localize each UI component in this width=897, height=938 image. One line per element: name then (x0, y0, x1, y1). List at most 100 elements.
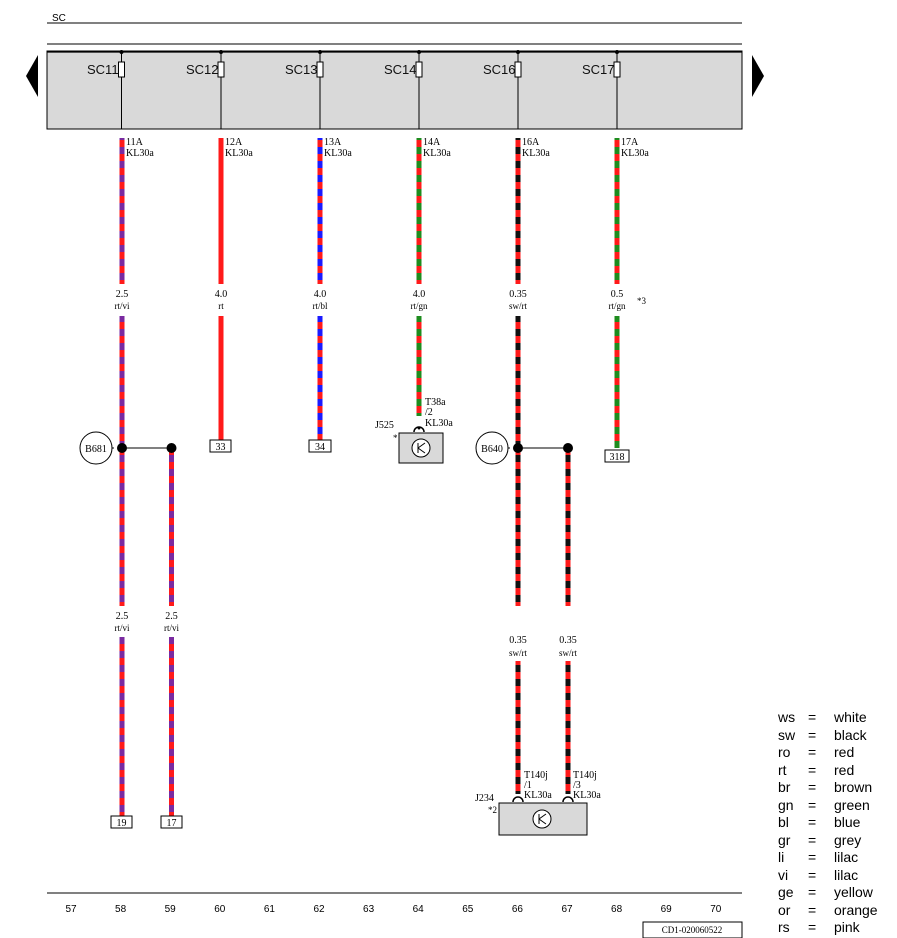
fuse-label: SC16 (483, 62, 516, 77)
wire-color: rt/bl (313, 301, 328, 311)
scroll-left-arrow-icon[interactable] (26, 55, 38, 97)
wire-size: 2.5 (165, 611, 178, 622)
legend-code: sw (778, 726, 796, 743)
fuse-sc13: SC13 (285, 50, 324, 129)
terminal-box: 33 (209, 439, 232, 453)
legend-eq: = (808, 919, 817, 935)
pin-label: 17A (621, 137, 639, 148)
connector-label: T38a (425, 397, 446, 408)
fuse-panel (26, 22, 764, 130)
pin-label: 14A (423, 137, 441, 148)
fuse-label: SC13 (285, 62, 318, 77)
legend-row: rs = pink (778, 919, 896, 937)
legend-row: ro=red (778, 744, 896, 762)
transistor-icon (411, 438, 431, 458)
wire-size: 0.35 (509, 635, 527, 646)
wire-rt-gn (614, 316, 620, 448)
footnote-mark: *2 (488, 805, 497, 815)
connector-pin: /1 (524, 780, 532, 791)
connector-terminal: KL30a (573, 790, 601, 801)
wire-sw-rt (565, 449, 571, 606)
legend-row: rt=red (778, 762, 896, 780)
fuse-sc14: SC14 (384, 50, 423, 129)
legend-name: lilac (834, 849, 859, 865)
legend-eq: = (808, 814, 817, 830)
legend-code: ro (778, 744, 791, 760)
fuse-pin-labels: 11A KL30a 12A KL30a 13A KL30a 14A KL30a … (126, 137, 649, 159)
legend-code: gn (778, 796, 794, 813)
legend-row: or=orange (778, 902, 896, 920)
wire-size: 0.35 (509, 289, 527, 300)
connector-terminal: KL30a (524, 790, 552, 801)
legend-name: brown (834, 779, 873, 795)
legend-eq: = (808, 831, 817, 848)
grid-number: 57 (65, 904, 77, 915)
terminals: 33 34 318 19 17 (110, 439, 630, 829)
terminal-box: 17 (160, 815, 183, 829)
connector-pin: /2 (425, 407, 433, 418)
svg-text:33: 33 (216, 442, 226, 453)
pin-terminal: KL30a (324, 148, 352, 159)
wire-rt-gn (614, 138, 620, 284)
legend-row: bl=blue (778, 814, 896, 832)
wire-size: 4.0 (215, 289, 228, 300)
wire-size: 2.5 (116, 611, 129, 622)
wire-color: rt/vi (115, 623, 130, 633)
pin-label: 11A (126, 137, 144, 148)
connector-pin: /3 (573, 780, 581, 791)
legend-eq: = (808, 744, 817, 760)
svg-text:34: 34 (315, 442, 325, 453)
component-j525: T38a /2 KL30a J525 * (375, 397, 453, 464)
legend-code: rs (778, 919, 790, 935)
splice-label: B681 (85, 444, 107, 455)
plug-icon (512, 796, 524, 803)
wire-rt-vi (119, 138, 125, 284)
doc-code: CD1-020060522 (662, 925, 723, 935)
legend-eq: = (808, 866, 817, 883)
grid-number: 69 (661, 904, 673, 915)
svg-text:318: 318 (610, 452, 625, 463)
legend-name: red (834, 761, 855, 778)
grid-number: 65 (462, 904, 474, 915)
wire-rt-bl (317, 138, 323, 284)
footnote-mark: * (393, 433, 398, 443)
wire-size: 4.0 (314, 289, 327, 300)
component-label: J525 (375, 420, 394, 431)
legend-row: gr=grey (778, 832, 896, 850)
legend-name: green (834, 796, 870, 813)
grid-number: 63 (363, 904, 375, 915)
wire-rt-gn (416, 316, 422, 416)
grid-number: 59 (165, 904, 177, 915)
wire-rt-gn (416, 138, 422, 284)
wire-size: 0.5 (611, 289, 624, 300)
wire-color: sw/rt (509, 301, 527, 311)
legend-code: ge (778, 884, 794, 900)
legend-eq: = (808, 849, 817, 865)
pin-label: 12A (225, 137, 243, 148)
fuse-label: SC11 (87, 62, 119, 77)
legend-name: orange (834, 901, 878, 918)
component-j234: T140j /1 KL30a T140j /3 KL30a J234 *2 (475, 770, 601, 836)
fuse-group: SC11 SC12 SC13 SC14 SC16 (87, 50, 621, 129)
scroll-right-arrow-icon[interactable] (752, 55, 764, 97)
fuse-sc16: SC16 (483, 50, 522, 129)
pin-label: 13A (324, 137, 342, 148)
legend-name: pink (834, 919, 860, 935)
splice-b640: B640 (475, 431, 573, 465)
legend-code: gr (778, 831, 791, 848)
legend-code: ws (778, 709, 796, 725)
footnote-mark: *3 (637, 296, 647, 306)
legend-eq: = (808, 709, 817, 725)
grid-number: 60 (214, 904, 226, 915)
wire-size: 0.35 (559, 635, 577, 646)
pin-terminal: KL30a (225, 148, 253, 159)
pin-terminal: KL30a (621, 148, 649, 159)
legend-row: li=lilac (778, 849, 896, 867)
legend-row: ws=white (778, 709, 896, 727)
transistor-icon (532, 809, 552, 829)
legend-name: yellow (834, 884, 873, 900)
grid-number: 70 (710, 904, 722, 915)
terminal-box: 318 (604, 449, 630, 463)
